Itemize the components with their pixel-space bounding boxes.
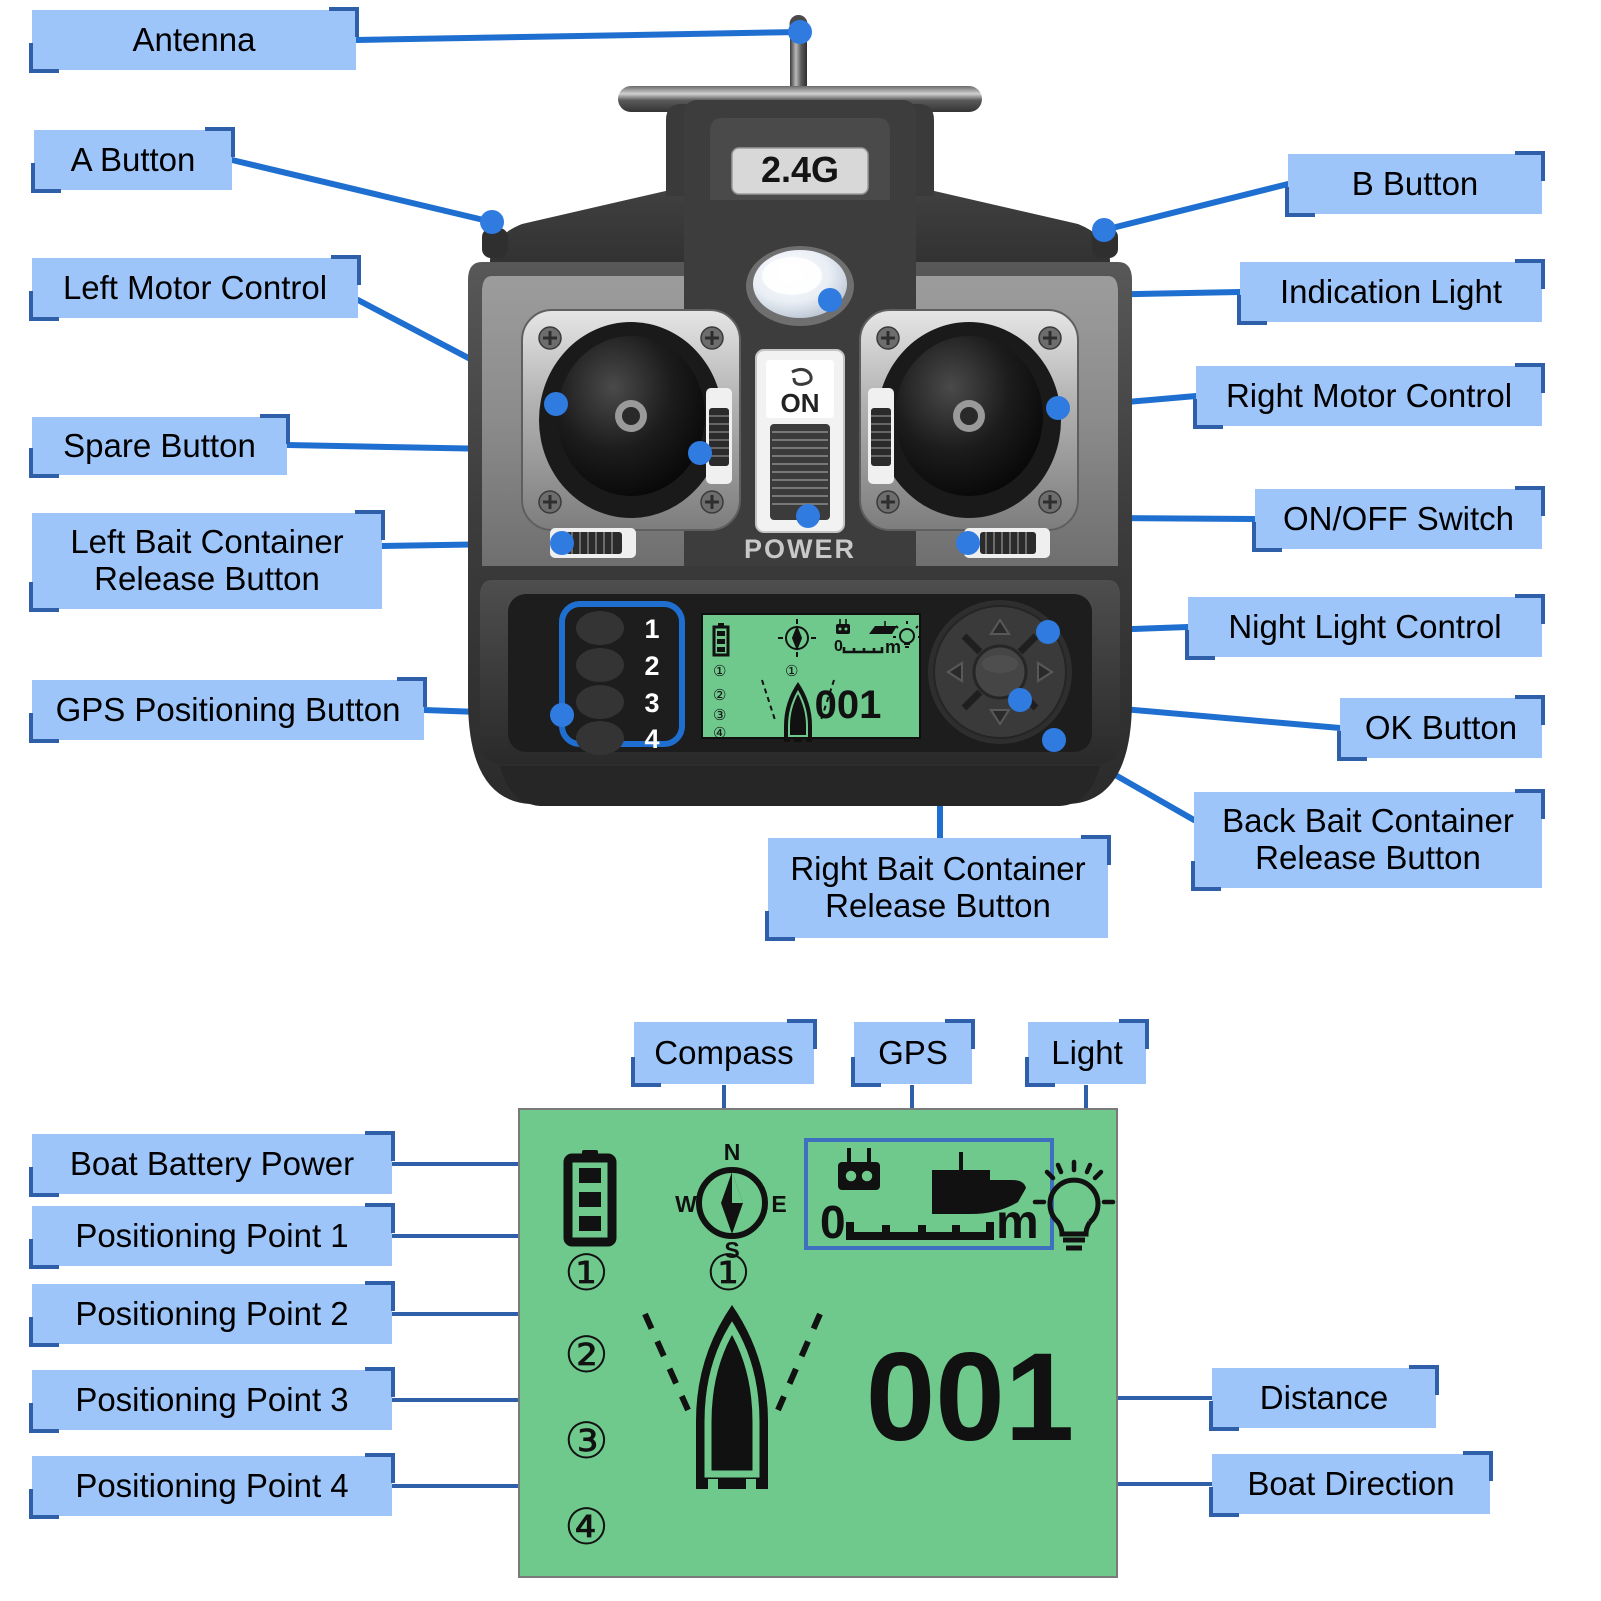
distance-value-big: 001: [866, 1328, 1075, 1467]
point-marker-4: ④: [564, 1499, 609, 1555]
gps-button-pads: [576, 611, 624, 755]
lcd-light-icon: [893, 621, 921, 648]
lcd-gps-group: 0 m: [834, 619, 901, 657]
callout-compass[interactable]: Compass: [631, 1019, 817, 1087]
remote-control-illustration: 2.4G: [468, 15, 1132, 806]
callout-indication-light[interactable]: Indication Light: [1237, 259, 1545, 325]
controller-lcd-screen: 0 m ① ② ③ ④ ①: [701, 613, 921, 742]
right-motor-control: [859, 309, 1079, 531]
power-label: POWER: [744, 534, 856, 564]
distance-scale-bar: [846, 1222, 994, 1240]
svg-text:②: ②: [713, 687, 726, 704]
callout-gps[interactable]: GPS: [851, 1019, 975, 1087]
lcd-point-markers: ① ② ③ ④ ①: [713, 663, 798, 742]
callout-positioning-point-2[interactable]: Positioning Point 2: [29, 1281, 395, 1347]
compass-n: N: [724, 1139, 741, 1165]
gps-group: 0 m: [804, 1138, 1054, 1250]
lcd-detail-illustration: N S W E: [563, 1138, 1116, 1555]
on-off-switch: ON POWER: [744, 349, 856, 564]
spare-button: [706, 388, 732, 484]
a-button: [482, 228, 508, 258]
callout-light[interactable]: Light: [1025, 1019, 1149, 1087]
callout-positioning-point-3[interactable]: Positioning Point 3: [29, 1367, 395, 1433]
callout-back-bait-release[interactable]: Back Bait Container Release Button: [1191, 789, 1545, 891]
callout-spare-button[interactable]: Spare Button: [29, 414, 290, 478]
point-marker-2: ②: [564, 1327, 609, 1383]
callout-gps-positioning[interactable]: GPS Positioning Button: [29, 677, 427, 743]
callout-distance[interactable]: Distance: [1209, 1365, 1439, 1431]
lcd-detail-screen: N S W E: [518, 1108, 1118, 1578]
callout-right-bait-release[interactable]: Right Bait Container Release Button: [765, 835, 1111, 941]
lightbulb-icon: [1032, 1159, 1116, 1251]
gps-button-label-3: 3: [644, 688, 659, 718]
callout-antenna[interactable]: Antenna: [29, 7, 359, 73]
point-marker-1: ①: [564, 1245, 609, 1301]
svg-text:③: ③: [713, 707, 726, 724]
lcd-guide-lines: [761, 679, 835, 721]
left-bait-release-button: [550, 528, 636, 558]
callout-night-light-control[interactable]: Night Light Control: [1185, 594, 1545, 660]
gps-positioning-buttons: 1 2 3 4: [559, 601, 685, 755]
lcd-scale-unit-big: m: [996, 1196, 1039, 1249]
gps-button-label-4: 4: [644, 724, 659, 754]
svg-text:④: ④: [713, 725, 726, 742]
gps-button-label-2: 2: [644, 651, 659, 681]
lcd-boat-marker: ①: [785, 663, 798, 680]
callout-ok-button[interactable]: OK Button: [1337, 695, 1545, 761]
positioning-point-markers: ① ② ③ ④ ①: [564, 1245, 751, 1555]
compass-w: W: [675, 1191, 697, 1217]
svg-text:①: ①: [713, 663, 726, 680]
compass-icon: N S W E: [675, 1139, 787, 1263]
lcd-scale-zero-big: 0: [820, 1196, 846, 1248]
lcd-scale-unit: m: [885, 637, 901, 657]
callout-left-bait-release[interactable]: Left Bait Container Release Button: [29, 510, 385, 612]
brand-badge: 2.4G: [731, 147, 869, 195]
callout-positioning-point-1[interactable]: Positioning Point 1: [29, 1203, 395, 1269]
dpad-down-arrow-icon: [989, 709, 1011, 726]
right-bait-release-button: [964, 528, 1050, 558]
remote-transmitter-icon: [838, 1148, 880, 1190]
brand-badge-text: 2.4G: [761, 149, 839, 190]
boat-battery-icon: [563, 1150, 617, 1247]
left-motor-control: [521, 309, 741, 531]
b-button: [1092, 228, 1118, 258]
callout-right-motor-control[interactable]: Right Motor Control: [1193, 363, 1545, 429]
lcd-detail-diagram: N S W E: [518, 1108, 1118, 1578]
callout-left-motor-control[interactable]: Left Motor Control: [29, 255, 361, 321]
lcd-distance-value: 001: [815, 683, 882, 727]
gps-button-label-1: 1: [644, 614, 659, 644]
boat-point-marker: ①: [706, 1245, 751, 1301]
lcd-compass-icon: [778, 619, 816, 657]
boat-direction-icon: [696, 1305, 768, 1489]
point-marker-3: ③: [564, 1413, 609, 1469]
callout-positioning-point-4[interactable]: Positioning Point 4: [29, 1453, 395, 1519]
indication-light: [746, 246, 854, 326]
lcd-boat-direction-icon: [784, 682, 812, 742]
callout-b-button[interactable]: B Button: [1285, 151, 1545, 217]
dpad-right-arrow-icon: [1037, 661, 1054, 683]
ship-icon: [932, 1152, 1026, 1214]
device-bottom-lip: [500, 766, 1100, 806]
dpad-up-arrow-icon: [989, 618, 1011, 635]
remote-control-device: 2.4G: [430, 0, 1170, 830]
compass-s: S: [724, 1237, 739, 1263]
switch-on-label: ON: [781, 388, 820, 418]
callout-boat-battery-power[interactable]: Boat Battery Power: [29, 1131, 395, 1197]
direction-pad: [928, 600, 1072, 744]
lcd-battery-icon: [712, 623, 730, 657]
compass-e: E: [771, 1191, 786, 1217]
lcd-scale-zero: 0: [834, 638, 843, 655]
callout-on-off-switch[interactable]: ON/OFF Switch: [1252, 486, 1545, 552]
right-trim-slider: [868, 388, 894, 484]
callout-boat-direction[interactable]: Boat Direction: [1209, 1451, 1493, 1517]
callout-a-button[interactable]: A Button: [31, 127, 235, 193]
